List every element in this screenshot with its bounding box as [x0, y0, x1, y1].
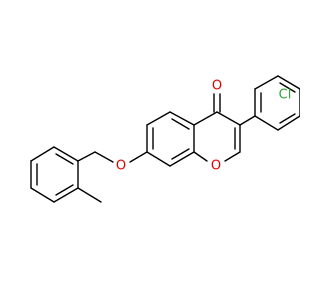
bond: [239, 115, 256, 126]
bond: [77, 187, 102, 203]
bond: [171, 118, 190, 130]
bond: [193, 151, 208, 162]
bond: [55, 153, 74, 165]
bond: [171, 148, 190, 160]
bond: [146, 151, 171, 167]
bond: [169, 111, 195, 126]
bond: [224, 151, 241, 162]
chlorine-label: Cl: [279, 88, 292, 103]
bond: [53, 146, 79, 162]
bond: [216, 111, 241, 126]
bond: [254, 115, 279, 131]
bond: [193, 111, 218, 126]
bond: [277, 75, 300, 90]
ether-oxygen-label: O: [116, 159, 126, 174]
bond: [277, 115, 300, 131]
bond: [146, 111, 171, 126]
bond-layer: [30, 75, 300, 203]
bond: [77, 151, 96, 162]
bond: [254, 75, 279, 90]
bond: [169, 151, 195, 167]
structure-canvas: O O O Cl: [30, 75, 300, 203]
molecule-structure: O O O Cl: [30, 75, 300, 203]
bond: [55, 184, 74, 196]
bond: [279, 113, 296, 124]
bond: [94, 151, 114, 163]
bond: [279, 82, 296, 93]
ring-oxygen-label: O: [211, 159, 221, 174]
bond: [129, 151, 148, 163]
bond: [53, 187, 79, 203]
bond: [30, 146, 55, 162]
bond: [30, 187, 55, 203]
carbonyl-oxygen-label: O: [212, 79, 222, 94]
